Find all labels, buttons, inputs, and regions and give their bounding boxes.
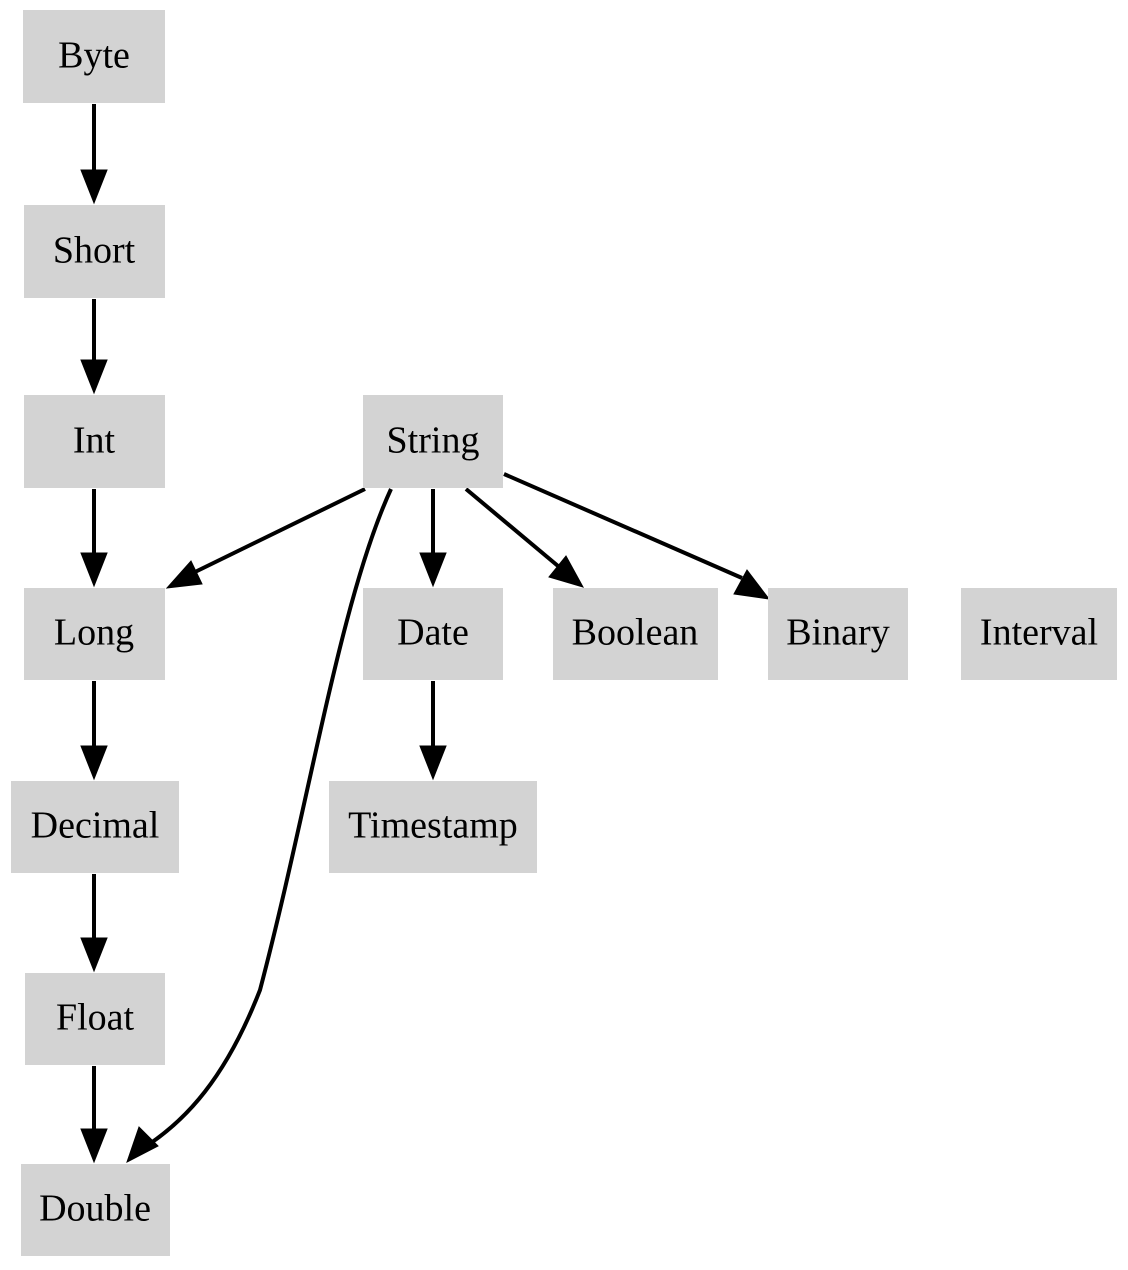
- node-binary[interactable]: Binary: [768, 588, 908, 680]
- edge-string-to-binary: [503, 472, 771, 600]
- arrowhead-icon: [165, 560, 203, 589]
- edge-string-to-double: [126, 488, 393, 1164]
- node-double[interactable]: Double: [21, 1164, 170, 1256]
- node-layer: Byte Short Int String Long Date: [11, 10, 1117, 1256]
- arrowhead-icon: [80, 745, 108, 781]
- node-interval[interactable]: Interval: [961, 588, 1117, 680]
- edge-line: [464, 487, 560, 568]
- node-decimal[interactable]: Decimal: [11, 781, 179, 873]
- node-label: Int: [73, 420, 116, 462]
- node-box: [24, 395, 165, 488]
- node-box: [23, 10, 165, 103]
- edge-string-to-long: [165, 487, 366, 589]
- edge-int-to-long: [80, 489, 108, 588]
- node-string[interactable]: String: [363, 395, 503, 488]
- node-byte[interactable]: Byte: [23, 10, 165, 103]
- node-box: [363, 588, 503, 680]
- node-box: [961, 588, 1117, 680]
- arrowhead-icon: [548, 555, 585, 588]
- node-label: Float: [56, 997, 135, 1039]
- edge-float-to-double: [80, 1066, 108, 1164]
- arrowhead-icon: [419, 745, 447, 781]
- edge-byte-to-short: [80, 104, 108, 205]
- edge-short-to-int: [80, 299, 108, 395]
- edge-date-to-timestamp: [419, 681, 447, 781]
- arrowhead-icon: [733, 569, 771, 600]
- node-box: [553, 588, 718, 680]
- edge-long-to-decimal: [80, 681, 108, 781]
- node-box: [24, 588, 165, 680]
- edge-line: [194, 487, 366, 574]
- node-label: Date: [397, 612, 469, 654]
- node-box: [11, 781, 179, 873]
- node-box: [24, 205, 165, 298]
- arrowhead-icon: [80, 169, 108, 205]
- node-label: Decimal: [31, 805, 160, 847]
- node-label: Short: [53, 230, 136, 272]
- node-long[interactable]: Long: [24, 588, 165, 680]
- node-timestamp[interactable]: Timestamp: [329, 781, 537, 873]
- node-label: Timestamp: [348, 805, 518, 847]
- arrowhead-icon: [80, 359, 108, 395]
- arrowhead-icon: [80, 552, 108, 588]
- edge-layer: [80, 104, 771, 1164]
- node-date[interactable]: Date: [363, 588, 503, 680]
- node-box: [768, 588, 908, 680]
- node-box: [21, 1164, 170, 1256]
- node-boolean[interactable]: Boolean: [553, 588, 718, 680]
- node-label: Binary: [786, 612, 889, 654]
- arrowhead-icon: [126, 1126, 159, 1164]
- node-label: String: [387, 420, 480, 462]
- node-float[interactable]: Float: [25, 973, 165, 1065]
- arrowhead-icon: [419, 552, 447, 588]
- edge-decimal-to-float: [80, 874, 108, 973]
- arrowhead-icon: [80, 1128, 108, 1164]
- node-box: [363, 395, 503, 488]
- node-label: Long: [54, 612, 134, 654]
- node-box: [25, 973, 165, 1065]
- node-label: Interval: [980, 612, 1098, 654]
- edge-line: [503, 472, 743, 580]
- edge-string-to-date: [419, 489, 447, 588]
- node-label: Double: [39, 1188, 151, 1230]
- node-label: Boolean: [572, 612, 699, 654]
- edge-string-to-boolean: [464, 487, 585, 588]
- node-int[interactable]: Int: [24, 395, 165, 488]
- node-label: Byte: [58, 35, 130, 77]
- node-box: [329, 781, 537, 873]
- arrowhead-icon: [80, 937, 108, 973]
- edge-line: [146, 488, 393, 1147]
- node-short[interactable]: Short: [24, 205, 165, 298]
